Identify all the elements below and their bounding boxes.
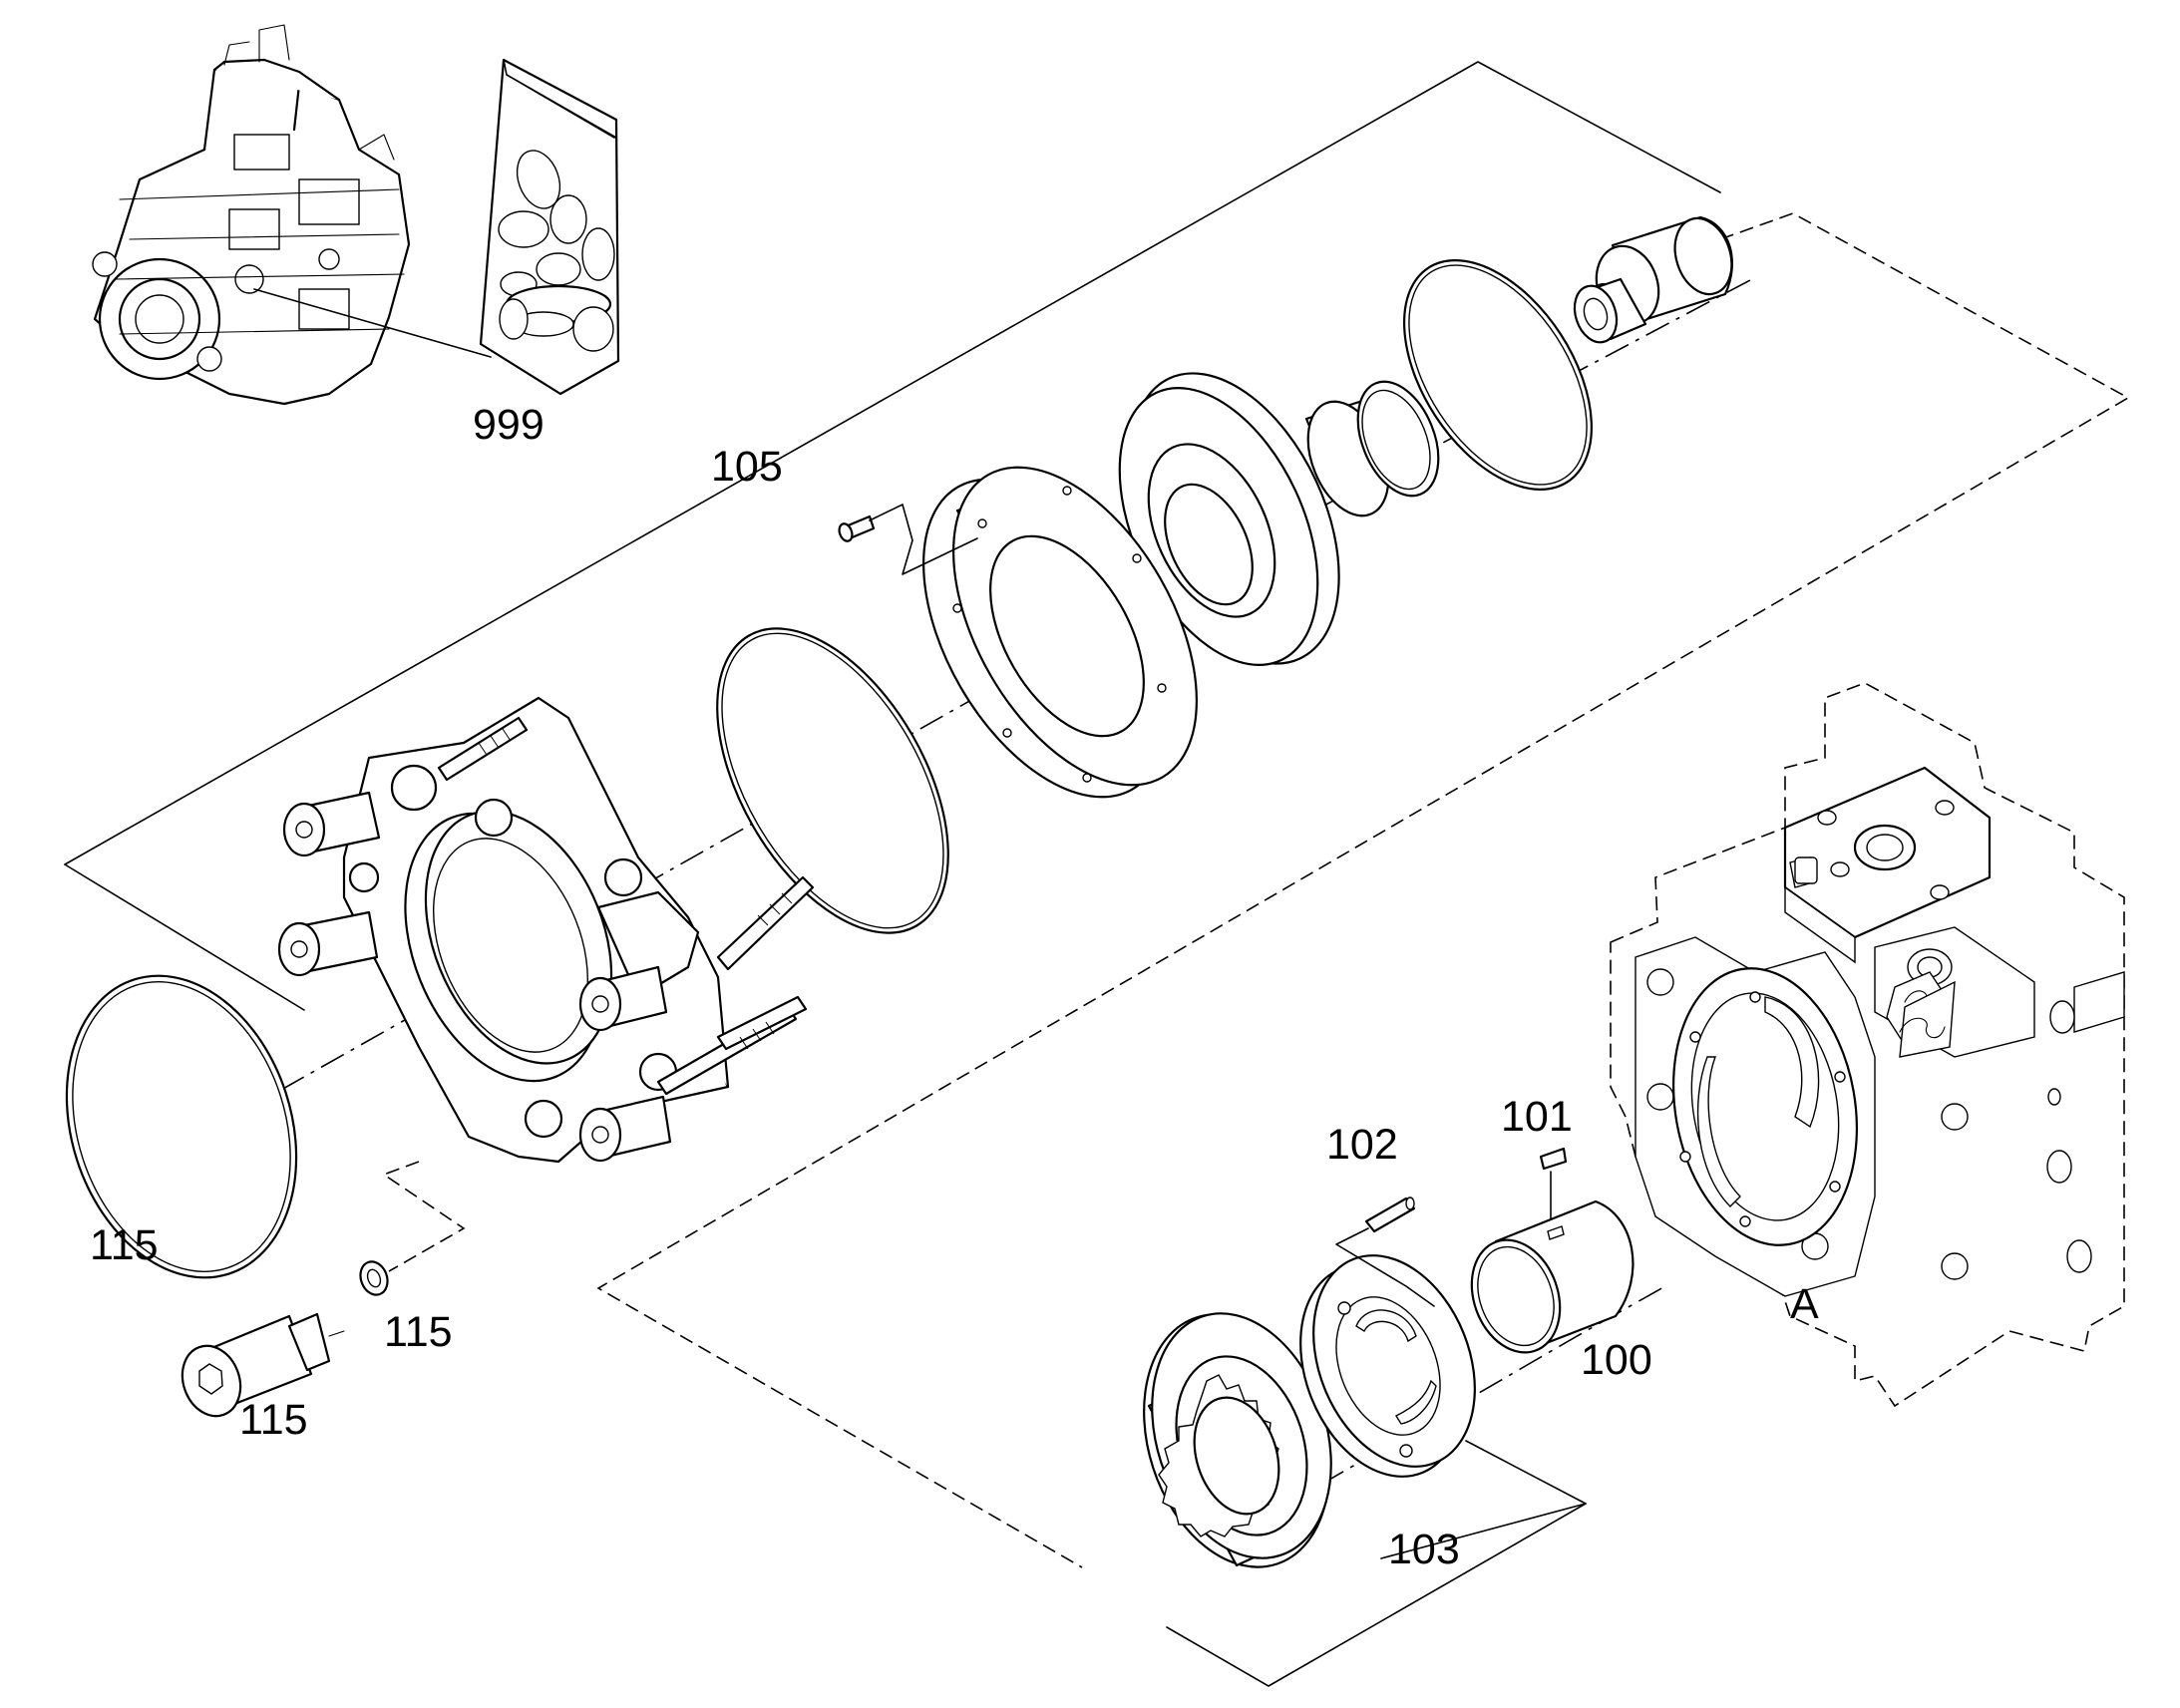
seal-kit-bag bbox=[479, 58, 620, 396]
callout-105: 105 bbox=[711, 443, 783, 491]
bearing-ring bbox=[1304, 380, 1440, 517]
kit-105-dashed-outline bbox=[596, 212, 2130, 1568]
screw-small bbox=[838, 504, 978, 575]
kit-103-bracket bbox=[1166, 1440, 1587, 1687]
leader-washer bbox=[382, 1161, 466, 1272]
callout-115-screw: 115 bbox=[239, 1396, 308, 1444]
port-plate bbox=[1299, 1254, 1476, 1478]
pump-housing: A bbox=[1610, 682, 2125, 1408]
callout-115-washer: 115 bbox=[384, 1308, 453, 1356]
callout-101: 101 bbox=[1501, 1093, 1573, 1141]
callout-103: 103 bbox=[1388, 1526, 1460, 1573]
cap-screw-115 bbox=[181, 1312, 345, 1418]
studs bbox=[437, 716, 815, 1096]
cover-plate bbox=[922, 466, 1198, 799]
pump-reference-image bbox=[92, 24, 411, 406]
bushing-100 bbox=[1470, 1199, 1635, 1354]
key-101 bbox=[1539, 1147, 1568, 1227]
flange-cap-screws bbox=[277, 791, 672, 1163]
roller-bearing-gear bbox=[1143, 1312, 1332, 1568]
spline-sleeve bbox=[1573, 215, 1733, 344]
o-ring-large bbox=[1403, 259, 1593, 491]
callout-999: 999 bbox=[473, 401, 545, 449]
callout-115-o-ring: 115 bbox=[90, 1221, 159, 1269]
callout-102: 102 bbox=[1326, 1121, 1398, 1169]
kit-105-bracket bbox=[64, 61, 1721, 1011]
leader-999 bbox=[253, 288, 492, 358]
o-ring-medium bbox=[716, 627, 949, 934]
pin-102 bbox=[1335, 1196, 1435, 1307]
o-ring-115 bbox=[65, 974, 298, 1279]
callout-100: 100 bbox=[1581, 1336, 1652, 1384]
washer-115 bbox=[359, 1260, 389, 1296]
casting-mark-a: A bbox=[1790, 1280, 1819, 1328]
